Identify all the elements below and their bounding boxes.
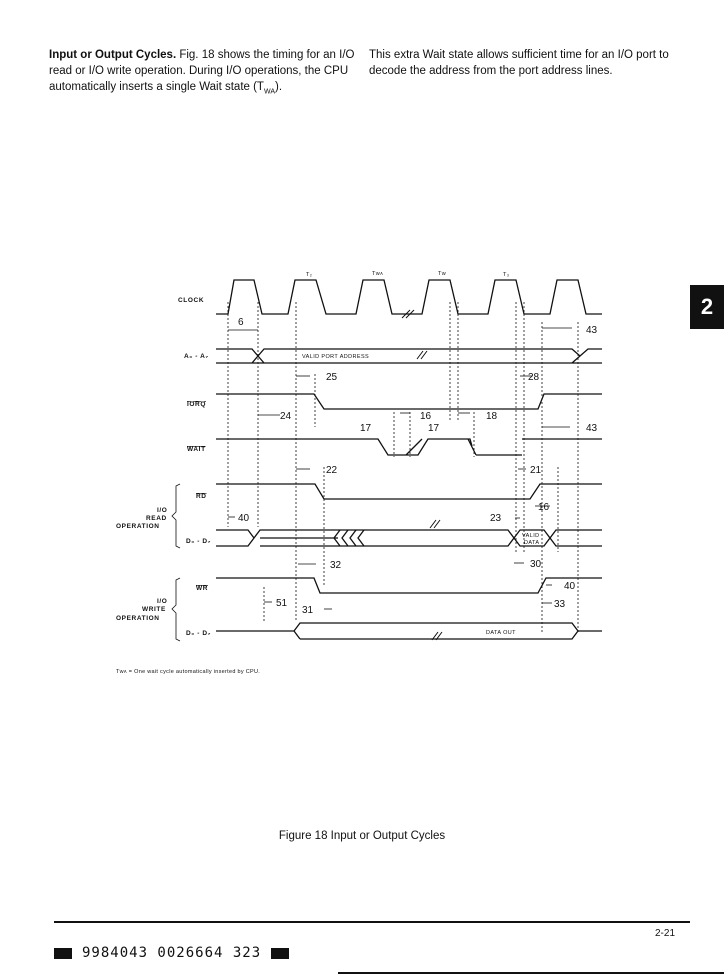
wait-state-subscript: WA [263,88,275,96]
data-out-label: DATA OUT [486,630,516,636]
footer-rule [54,921,690,923]
read-group-label: READ [146,515,167,522]
reference-lines [227,302,579,632]
timing-number: 31 [302,605,314,616]
paragraph-lead-in: Input or Output Cycles. [49,49,177,61]
timing-number: 43 [586,423,598,434]
timing-number: 32 [330,560,342,571]
timing-number: 33 [554,599,566,610]
valid-data-label: DATA [524,540,539,546]
state-label: T₃ [503,272,509,278]
read-group-label: I/O [157,507,167,514]
figure-caption: Figure 18 Input or Output Cycles [278,830,446,842]
timing-number: 6 [238,317,244,328]
left-column-paragraph: Input or Output Cycles. Fig. 18 shows th… [49,47,359,100]
timing-number: 43 [586,325,598,336]
barcode-block-left [54,947,72,959]
state-label: T₂ [306,272,312,278]
address-value: VALID PORT ADDRESS [302,354,369,360]
group-braces [171,483,181,642]
rd-label: RD [196,493,207,500]
clock-label: CLOCK [178,297,204,304]
barcode-row: 9984043 0026664 323 [54,944,290,962]
rd-waveform [216,483,602,500]
timing-number: 21 [530,465,542,476]
read-data-label: D₀ - D₇ [186,538,211,545]
paragraph-tail: ). [275,81,283,93]
barcode-block-right [271,947,290,959]
timing-diagram: T₂ Tᴡᴀ Tᴡ T₃ CLOCK A₀ - A₇ VALID PORT AD… [116,271,602,642]
clock-waveform [216,279,602,315]
diagram-footnote: Tᴡᴀ = One wait cycle automatically inser… [116,669,261,675]
write-group-label: WRITE [142,606,166,613]
timing-number: 16 [538,502,550,513]
timing-number: 30 [530,559,542,570]
timing-number: 40 [238,513,250,524]
state-label: Tᴡ [438,271,446,277]
read-data-hatch [333,529,365,547]
paragraph-body: Fig. 18 shows the timing for an I/O read… [49,49,355,93]
state-label: Tᴡᴀ [372,271,383,277]
iorq-waveform [216,393,602,410]
wr-label: WR [196,585,208,592]
timing-number: 18 [486,411,498,422]
right-column-paragraph: This extra Wait state allows sufficient … [369,49,669,77]
wait-label: WAIT [187,446,206,453]
write-group-label: OPERATION [116,615,160,622]
write-data-label: D₀ - D₇ [186,630,211,637]
timing-number: 24 [280,411,292,422]
write-group-label: I/O [157,598,167,605]
timing-number: 40 [564,581,576,592]
timing-number: 23 [490,513,502,524]
bottom-edge-line [338,972,724,974]
wait-waveform [216,438,602,456]
timing-number: 17 [428,423,440,434]
timing-number: 17 [360,423,372,434]
timing-number: 22 [326,465,338,476]
write-data-bus [216,622,602,640]
wr-waveform [216,577,602,594]
timing-number: 28 [528,372,540,383]
time-break-marks [401,309,443,641]
barcode-text: 9984043 0026664 323 [82,945,262,961]
timing-number: 25 [326,372,338,383]
address-label: A₀ - A₇ [184,353,209,360]
timing-number: 16 [420,411,432,422]
address-bus [216,348,602,364]
read-group-label: OPERATION [116,523,160,530]
valid-data-label: VALID [522,533,540,539]
iorq-label: IORQ [187,401,206,408]
page-number: 2-21 [655,928,676,939]
chapter-tab: 2 [690,285,724,329]
timing-number: 51 [276,598,288,609]
read-data-bus [216,529,602,547]
timing-arrows [228,327,572,610]
